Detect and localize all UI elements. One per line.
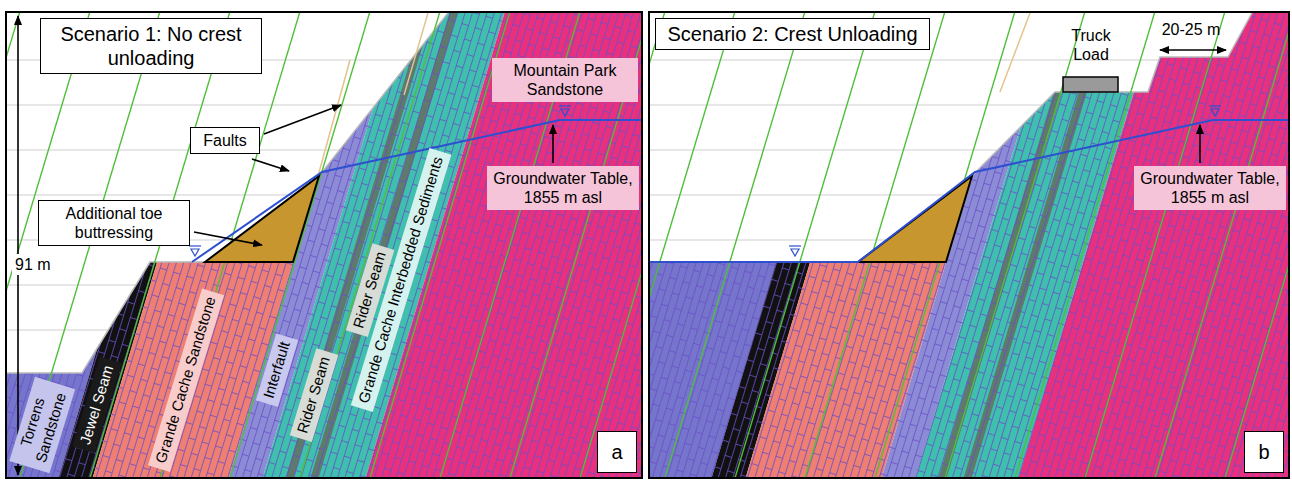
toe-buttress [205,176,319,262]
joint-lines [7,13,641,477]
leader-arrows [1160,50,1226,163]
node-text: Groundwater Table, 1855 m asl [492,169,634,207]
scenario-box: Scenario 1: No crest unloading [40,18,262,74]
panel-a-art [7,13,641,477]
unit-label: Jewel Seam [72,357,121,453]
dimension-label: 91 m [12,254,54,275]
node-text: Rider Seam [293,354,334,435]
scenario-box: Scenario 2: Crest Unloading [655,18,930,50]
truck-load-symbol [1063,77,1118,92]
rock-texture [650,13,1288,477]
unit-label: Grande Cache Sandstone [148,288,224,472]
callout-box: Additional toe buttressing [38,200,190,246]
node-text: Grande Cache Sandstone [152,294,221,465]
dimension-label: 20-25 m [1156,20,1226,39]
unit-label: Interfault [256,333,298,407]
panel-letter: a [611,441,622,464]
node-text: Mountain Park Sandstone [497,61,633,99]
load-label: Truck Load [1058,26,1124,64]
node-text: Scenario 1: No crest unloading [46,22,256,70]
node-text: Jewel Seam [76,363,118,447]
fault-traces [1000,13,1030,92]
node-text: Additional toe buttressing [44,204,184,242]
callout-box: Faults [190,127,260,154]
groundwater-box: Groundwater Table, 1855 m asl [1134,166,1286,210]
node-text: Torrens Sandstone [13,383,71,467]
node-text: Faults [196,131,254,150]
panel-b-art [650,13,1288,477]
panel-letter-box: b [1244,431,1284,473]
joint-lines [650,13,1288,477]
rock-texture [7,13,641,477]
node-text: Interfault [260,339,295,400]
panel-frame: b Scenario 2: Crest UnloadingGroundwater … [648,11,1290,479]
unit-label: Rider Seam [290,348,338,442]
node-text: Groundwater Table, 1855 m asl [1139,169,1281,207]
unit-label: Mountain Park Sandstone [492,58,638,102]
panel-frame: a Scenario 1: No crest unloadingFaults Mou… [5,11,643,479]
rock-units [7,13,641,477]
unit-label: Torrens Sandstone [9,377,74,473]
panel-letter: b [1258,441,1269,464]
rock-units [650,13,1288,477]
node-text: Scenario 2: Crest Unloading [661,22,924,46]
leader-arrows [18,16,553,475]
groundwater-box: Groundwater Table, 1855 m asl [487,166,639,210]
panel-letter-box: a [597,431,637,473]
groundwater-line [650,120,1288,262]
